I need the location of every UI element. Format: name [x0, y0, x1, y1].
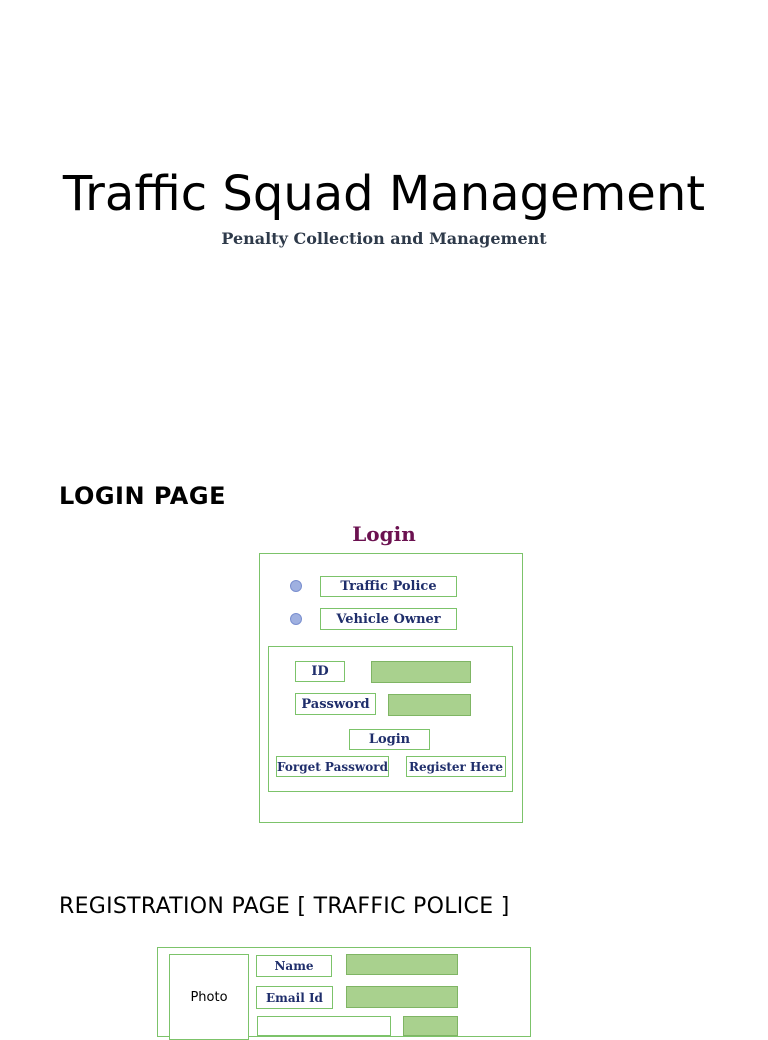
id-input[interactable] — [371, 661, 471, 683]
email-label: Email Id — [256, 986, 333, 1009]
name-input[interactable] — [346, 954, 458, 975]
partial-field-label — [257, 1016, 391, 1036]
email-input[interactable] — [346, 986, 458, 1008]
photo-placeholder[interactable]: Photo — [169, 954, 249, 1040]
partial-field-input[interactable] — [403, 1016, 458, 1036]
password-input[interactable] — [388, 694, 471, 716]
id-label: ID — [295, 661, 345, 682]
register-here-link[interactable]: Register Here — [406, 756, 506, 777]
radio-traffic-police[interactable] — [290, 580, 302, 592]
login-form-title: Login — [352, 522, 416, 546]
registration-section-heading: REGISTRATION PAGE [ TRAFFIC POLICE ] — [59, 894, 510, 919]
role-vehicle-owner-label[interactable]: Vehicle Owner — [320, 608, 457, 630]
login-section-heading: LOGIN PAGE — [59, 482, 226, 510]
forgot-password-link[interactable]: Forget Password — [276, 756, 389, 777]
page-subtitle: Penalty Collection and Management — [221, 229, 547, 248]
name-label: Name — [256, 955, 332, 977]
password-label: Password — [295, 693, 376, 715]
page-title: Traffic Squad Management — [62, 166, 706, 222]
radio-vehicle-owner[interactable] — [290, 613, 302, 625]
role-traffic-police-label[interactable]: Traffic Police — [320, 576, 457, 597]
login-button[interactable]: Login — [349, 729, 430, 750]
